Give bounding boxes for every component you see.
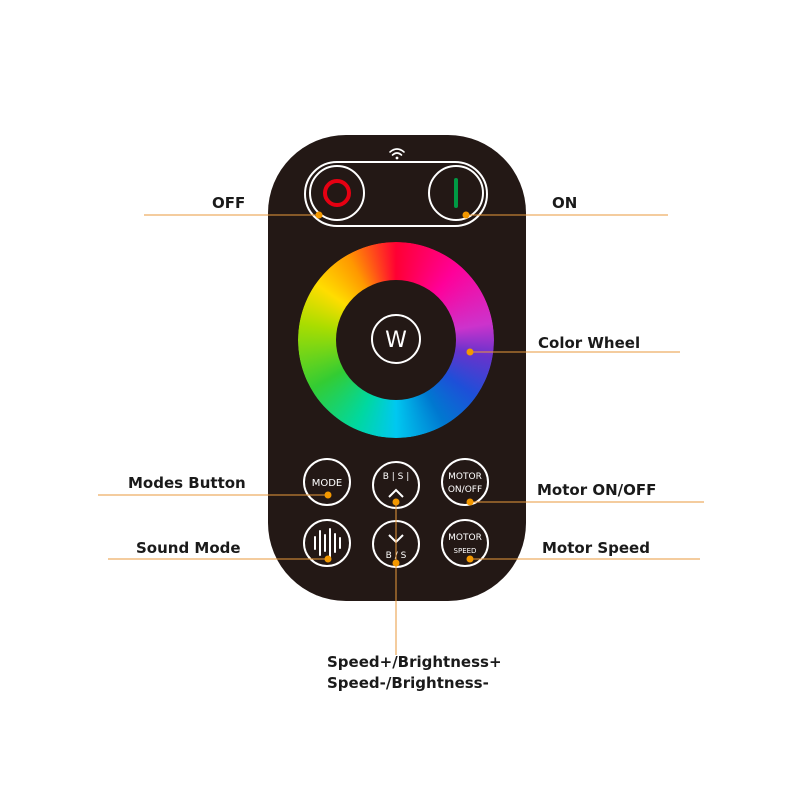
label-motor-onoff: Motor ON/OFF bbox=[537, 481, 656, 499]
leader-dot-sound bbox=[324, 555, 332, 563]
motor-speed-top-label: MOTOR bbox=[448, 533, 482, 543]
bs-up-button-label: B | S | bbox=[383, 472, 410, 482]
mode-button[interactable]: MODE bbox=[303, 458, 351, 506]
motor-speed-button[interactable]: MOTOR SPEED bbox=[441, 519, 489, 567]
leader-dot-speed-up bbox=[392, 498, 400, 506]
label-speed-minus: Speed-/Brightness- bbox=[327, 674, 489, 692]
leader-dot-motor-speed bbox=[466, 555, 474, 563]
label-modes-button: Modes Button bbox=[128, 474, 246, 492]
leader-dot-on bbox=[462, 211, 470, 219]
wifi-icon bbox=[389, 148, 405, 160]
chevron-up-icon bbox=[388, 488, 404, 498]
off-symbol bbox=[323, 179, 351, 207]
motor-onoff-top-label: MOTOR bbox=[448, 472, 482, 482]
leader-lines bbox=[98, 214, 704, 655]
label-speed-plus: Speed+/Brightness+ bbox=[327, 653, 502, 671]
label-color-wheel: Color Wheel bbox=[538, 334, 640, 352]
off-button[interactable] bbox=[309, 165, 365, 221]
white-button-label: W bbox=[385, 328, 407, 353]
leader-dot-motor-onoff bbox=[466, 498, 474, 506]
leader-dot-color-wheel bbox=[466, 348, 474, 356]
leader-dot-modes bbox=[324, 491, 332, 499]
sound-mode-button[interactable] bbox=[303, 519, 351, 567]
white-button[interactable] bbox=[371, 314, 421, 364]
leader-dot-speed-down bbox=[392, 559, 400, 567]
power-pill bbox=[304, 161, 488, 227]
label-sound-mode: Sound Mode bbox=[136, 539, 241, 557]
on-button[interactable] bbox=[428, 165, 484, 221]
label-on: ON bbox=[552, 194, 577, 212]
leader-dots bbox=[315, 211, 474, 567]
mode-button-label: MODE bbox=[312, 478, 343, 489]
motor-onoff-bottom-label: ON/OFF bbox=[448, 485, 482, 495]
motor-speed-bottom-label: SPEED bbox=[454, 547, 477, 555]
leader-dot-off bbox=[315, 211, 323, 219]
label-motor-speed: Motor Speed bbox=[542, 539, 650, 557]
motor-onoff-button[interactable]: MOTOR ON/OFF bbox=[441, 458, 489, 506]
sound-wave-icon bbox=[314, 528, 341, 558]
label-off: OFF bbox=[212, 194, 245, 212]
